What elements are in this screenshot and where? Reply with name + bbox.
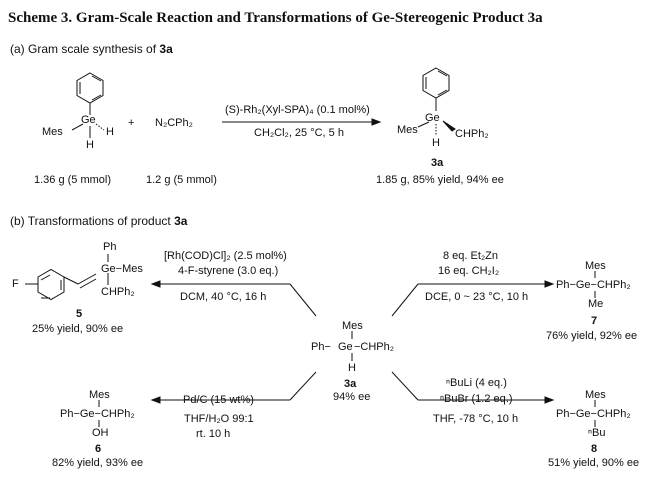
r8-cond2: ⁿBuBr (1.2 eq.)	[440, 393, 513, 405]
arrow-to-6-diag	[289, 371, 317, 401]
sm-amount: 1.36 g (5 mmol)	[34, 174, 112, 186]
cmpd6-yield: 82% yield, 93% ee	[52, 457, 144, 469]
center-ge: Ge	[338, 341, 353, 353]
r5-cond1: [Rh(COD)Cl]₂ (2.5 mol%)	[164, 250, 287, 262]
cmpd7-yield: 76% yield, 92% ee	[546, 330, 638, 342]
cmpd5-aryl-ring	[37, 268, 65, 301]
r6-cond3: rt. 10 h	[196, 428, 231, 440]
cmpd6-mes: Mes	[89, 389, 110, 401]
sm-h-bottom: H	[86, 139, 94, 151]
cmpd6-core: Ph−Ge−CHPh₂	[60, 408, 135, 420]
center-chph2: −CHPh₂	[354, 341, 395, 353]
product-yield-a: 1.85 g, 85% yield, 94% ee	[376, 174, 504, 186]
sm-mes: Mes	[42, 126, 63, 138]
cmpd6-id: 6	[95, 443, 102, 455]
r5-cond2: 4-F-styrene (3.0 eq.)	[178, 265, 279, 277]
diazo-amount: 1.2 g (5 mmol)	[146, 174, 217, 186]
part-b-label: (b) Transformations of product 3a	[10, 214, 187, 228]
center-ph: Ph−	[311, 341, 331, 353]
center-mes: Mes	[342, 320, 363, 332]
cmpd8-bu: ⁿBu	[588, 427, 606, 439]
r8-cond3: THF, -78 °C, 10 h	[433, 413, 519, 425]
r7-cond3: DCE, 0 ~ 23 °C, 10 h	[425, 291, 529, 303]
conditions-a: CH₂Cl₂, 25 °C, 5 h	[254, 127, 344, 139]
sm-phenyl-ring	[76, 72, 104, 104]
cmpd5-ph: Ph	[103, 241, 117, 253]
p-wedge	[442, 120, 456, 132]
sm-h-hash	[95, 123, 105, 131]
cmpd7-core: Ph−Ge−CHPh₂	[556, 279, 631, 291]
product-id-a: 3a	[431, 157, 444, 169]
cmpd5-chph2: CHPh₂	[101, 286, 135, 298]
r7-cond2: 16 eq. CH₂I₂	[438, 265, 500, 277]
p-chph2: CHPh₂	[455, 128, 489, 140]
cmpd5-yield: 25% yield, 90% ee	[32, 323, 124, 335]
cmpd6-oh: OH	[92, 427, 109, 439]
sm-ge: Ge	[81, 114, 96, 126]
p-mes-bond	[417, 121, 430, 128]
center-ee: 94% ee	[333, 391, 371, 403]
cmpd5-vinyl-1	[63, 276, 79, 285]
cmpd8-yield: 51% yield, 90% ee	[548, 457, 640, 469]
cmpd5-vinyl-2	[77, 273, 97, 285]
center-id: 3a	[344, 378, 357, 390]
cmpd5-ge-mes: Ge−Mes	[101, 263, 143, 275]
product-phenyl-ring	[422, 67, 450, 99]
part-b-label-cmpd: 3a	[174, 214, 188, 228]
p-h: H	[432, 137, 440, 149]
diazo-reagent: N₂CPh₂	[155, 117, 193, 129]
r7-cond1: 8 eq. Et₂Zn	[443, 250, 499, 262]
arrow-to-5-diag	[289, 283, 317, 317]
scheme-title: Scheme 3. Gram-Scale Reaction and Transf…	[8, 10, 543, 26]
p-ge: Ge	[425, 112, 440, 124]
cmpd5-f: F	[12, 278, 19, 290]
arrow-to-8-diag	[391, 371, 419, 401]
cmpd7-id: 7	[591, 315, 598, 327]
cmpd8-id: 8	[591, 443, 598, 455]
cmpd8-mes: Mes	[585, 389, 606, 401]
r8-cond1: ⁿBuLi (4 eq.)	[446, 377, 507, 389]
r6-cond2: THF/H₂O 99:1	[184, 413, 254, 425]
part-b-label-text: (b) Transformations of product	[10, 214, 175, 228]
r6-cond1: Pd/C (15 wt%)	[183, 394, 254, 406]
part-a-label-cmpd: 3a	[159, 42, 173, 56]
arrow-to-7-diag	[391, 283, 419, 317]
cmpd7-mes: Mes	[585, 260, 606, 272]
r5-cond3: DCM, 40 °C, 16 h	[180, 291, 267, 303]
sm-h-right: H	[106, 126, 114, 138]
cmpd7-me: Me	[588, 298, 604, 310]
center-h: H	[348, 362, 356, 374]
plus-sign: +	[128, 117, 135, 129]
part-a-label: (a) Gram scale synthesis of 3a	[10, 42, 173, 56]
part-a-label-text: (a) Gram scale synthesis of	[10, 42, 160, 56]
catalyst-label: (S)-Rh₂(Xyl-SPA)₄ (0.1 mol%)	[225, 104, 370, 116]
p-mes: Mes	[397, 124, 418, 136]
cmpd8-core: Ph−Ge−CHPh₂	[556, 408, 631, 420]
cmpd5-id: 5	[76, 308, 83, 320]
sm-mes-bond	[71, 123, 84, 131]
